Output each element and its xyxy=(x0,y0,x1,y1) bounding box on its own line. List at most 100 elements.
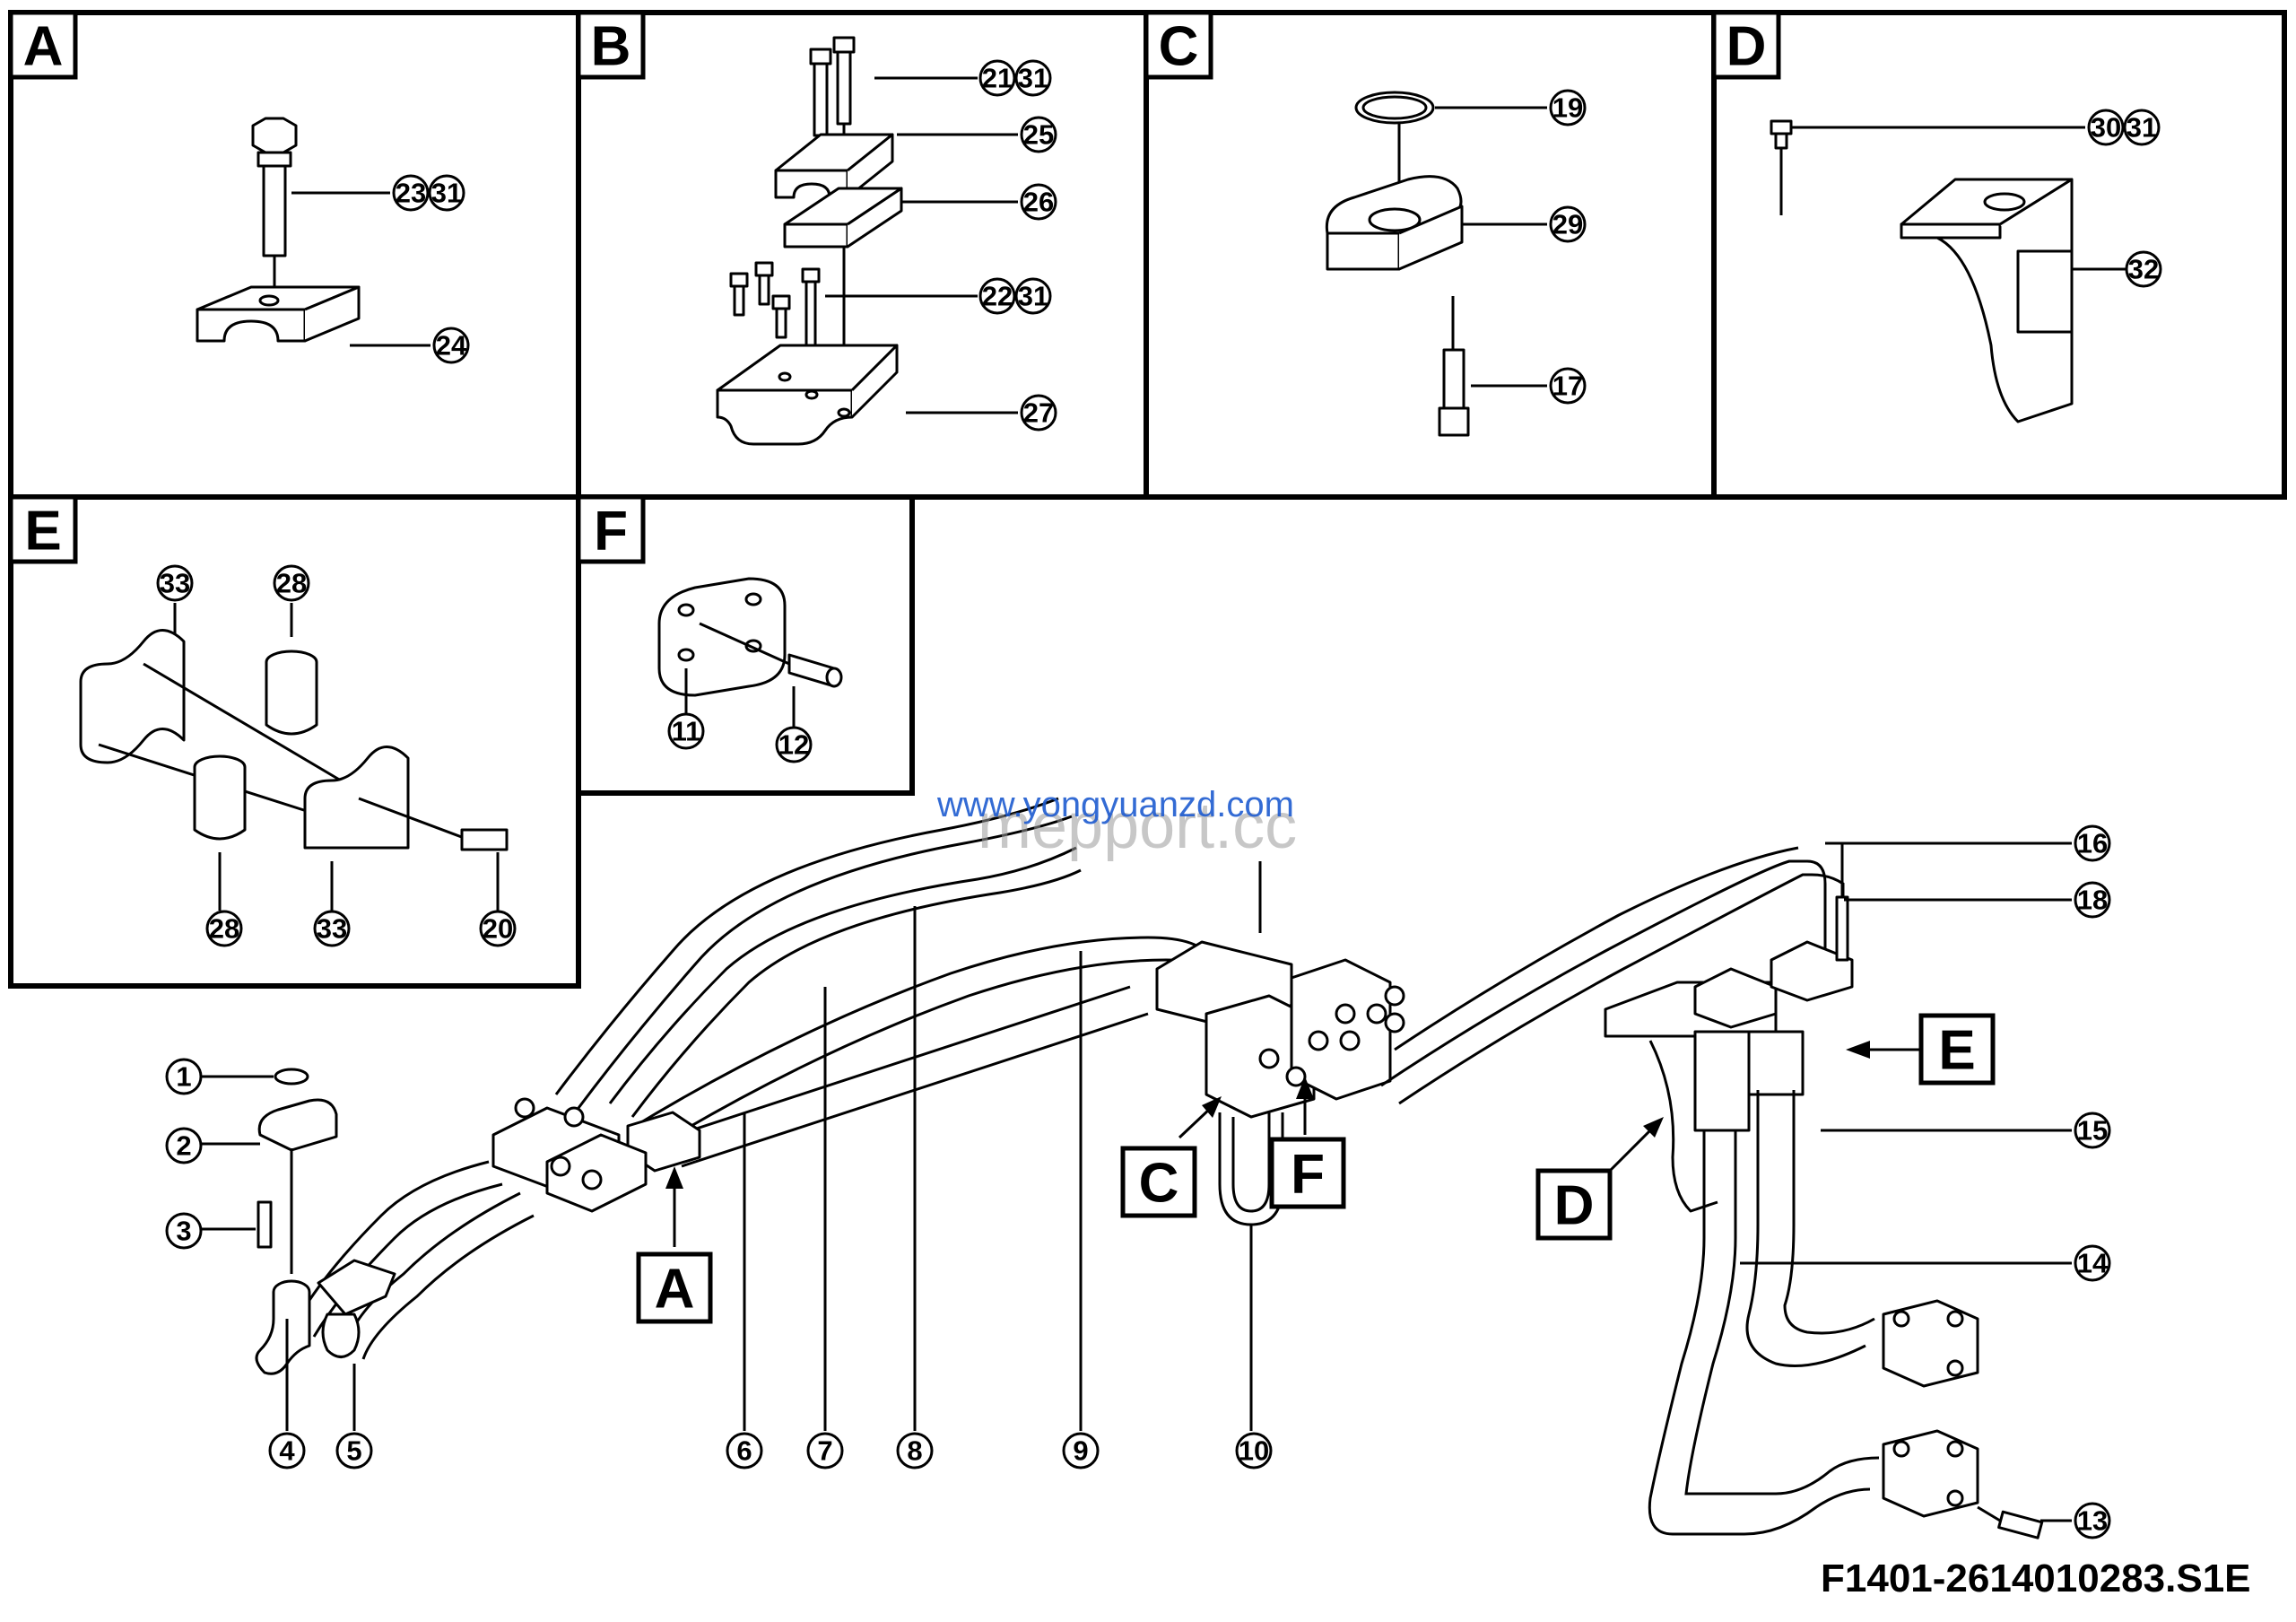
svg-text:27: 27 xyxy=(1023,397,1054,429)
svg-text:30: 30 xyxy=(2091,112,2121,144)
svg-text:1: 1 xyxy=(176,1061,191,1093)
callout-27: 27 xyxy=(1020,394,1057,432)
svg-text:9: 9 xyxy=(1073,1435,1088,1467)
svg-text:C: C xyxy=(1159,16,1199,78)
callout-29: 29 xyxy=(1549,205,1587,243)
callout-5: 5 xyxy=(335,1432,373,1469)
callout-20: 20 xyxy=(479,910,517,947)
svg-text:31: 31 xyxy=(2126,112,2157,144)
svg-text:33: 33 xyxy=(317,913,347,945)
svg-text:F: F xyxy=(1291,1144,1325,1206)
watermark-url: www.yongyuanzd.com xyxy=(937,785,1294,824)
panel-b-tag: B xyxy=(576,10,646,80)
svg-text:D: D xyxy=(1726,16,1767,78)
svg-text:22: 22 xyxy=(982,281,1013,312)
callout-31: 31 xyxy=(1014,59,1052,97)
callout-6: 6 xyxy=(726,1432,763,1469)
svg-text:29: 29 xyxy=(1552,209,1583,240)
callout-28: 28 xyxy=(273,564,310,602)
svg-text:15: 15 xyxy=(2077,1115,2108,1147)
svg-text:5: 5 xyxy=(346,1435,361,1467)
svg-text:31: 31 xyxy=(431,178,462,209)
callout-3: 3 xyxy=(165,1212,203,1250)
svg-text:E: E xyxy=(1938,1020,1975,1082)
svg-text:D: D xyxy=(1554,1175,1595,1237)
svg-text:28: 28 xyxy=(276,568,307,599)
panel-d-frame xyxy=(1711,10,2287,500)
detail-label-e: E xyxy=(1846,1013,1996,1086)
watermark-logo: mepport.cc xyxy=(978,790,1298,862)
panel-a-parts xyxy=(196,117,430,347)
svg-text:28: 28 xyxy=(209,913,239,945)
svg-text:16: 16 xyxy=(2077,828,2108,859)
callout-25: 25 xyxy=(1020,116,1057,153)
detail-label-c: C xyxy=(1120,1096,1222,1218)
panel-d-tag: D xyxy=(1711,10,1781,80)
svg-text:7: 7 xyxy=(817,1435,832,1467)
callout-1: 1 xyxy=(165,1058,203,1095)
svg-text:F: F xyxy=(594,501,628,562)
callout-21: 21 xyxy=(978,59,1016,97)
svg-text:4: 4 xyxy=(279,1435,295,1467)
svg-text:31: 31 xyxy=(1018,281,1048,312)
svg-text:8: 8 xyxy=(907,1435,922,1467)
svg-text:A: A xyxy=(655,1259,695,1321)
svg-text:33: 33 xyxy=(160,568,190,599)
svg-text:18: 18 xyxy=(2077,885,2108,916)
callout-31: 31 xyxy=(1014,277,1052,315)
callout-7: 7 xyxy=(806,1432,844,1469)
callout-31: 31 xyxy=(428,174,465,212)
callout-22: 22 xyxy=(978,277,1016,315)
callout-11: 11 xyxy=(667,712,705,750)
panel-f-tag: F xyxy=(576,494,646,564)
callout-15: 15 xyxy=(2074,1112,2111,1149)
figure-reference: F1401-2614010283.S1E xyxy=(1821,1557,2251,1600)
panel-f-frame xyxy=(576,494,915,796)
svg-text:13: 13 xyxy=(2077,1505,2108,1537)
detail-label-d: D xyxy=(1535,1117,1664,1241)
detail-label-a: A xyxy=(636,1166,713,1324)
svg-text:2: 2 xyxy=(176,1130,191,1162)
callout-28: 28 xyxy=(205,910,243,947)
callout-32: 32 xyxy=(2125,250,2162,288)
svg-text:14: 14 xyxy=(2077,1248,2109,1279)
callout-2: 2 xyxy=(165,1127,203,1164)
panel-frames xyxy=(8,10,2287,989)
svg-text:17: 17 xyxy=(1552,371,1583,402)
svg-text:11: 11 xyxy=(672,716,701,747)
callout-14: 14 xyxy=(2074,1244,2111,1282)
svg-text:C: C xyxy=(1139,1153,1179,1215)
svg-text:23: 23 xyxy=(396,178,426,209)
panel-d-parts xyxy=(1770,119,2126,423)
main-assembly xyxy=(202,797,2072,1539)
callout-33: 33 xyxy=(156,564,194,602)
callout-24: 24 xyxy=(432,327,470,364)
svg-text:32: 32 xyxy=(2128,254,2159,285)
callout-4: 4 xyxy=(268,1432,306,1469)
svg-text:24: 24 xyxy=(436,330,467,362)
svg-text:E: E xyxy=(24,501,61,562)
svg-text:12: 12 xyxy=(778,729,809,761)
panel-b-parts xyxy=(716,36,1018,446)
callout-12: 12 xyxy=(775,726,813,763)
svg-text:3: 3 xyxy=(176,1216,191,1247)
svg-text:6: 6 xyxy=(736,1435,752,1467)
svg-text:B: B xyxy=(591,16,631,78)
callout-31: 31 xyxy=(2123,109,2161,146)
callout-8: 8 xyxy=(896,1432,934,1469)
panel-c-tag: C xyxy=(1144,10,1213,80)
callout-19: 19 xyxy=(1549,89,1587,126)
callout-23: 23 xyxy=(392,174,430,212)
svg-text:31: 31 xyxy=(1018,63,1048,94)
svg-text:A: A xyxy=(23,16,64,78)
svg-text:25: 25 xyxy=(1023,119,1054,151)
panel-a-tag: A xyxy=(8,10,78,80)
callout-18: 18 xyxy=(2074,881,2111,919)
callout-13: 13 xyxy=(2074,1502,2111,1539)
svg-text:26: 26 xyxy=(1023,187,1054,218)
callout-16: 16 xyxy=(2074,824,2111,862)
svg-text:10: 10 xyxy=(1239,1435,1269,1467)
callout-9: 9 xyxy=(1062,1432,1100,1469)
svg-text:21: 21 xyxy=(982,63,1013,94)
